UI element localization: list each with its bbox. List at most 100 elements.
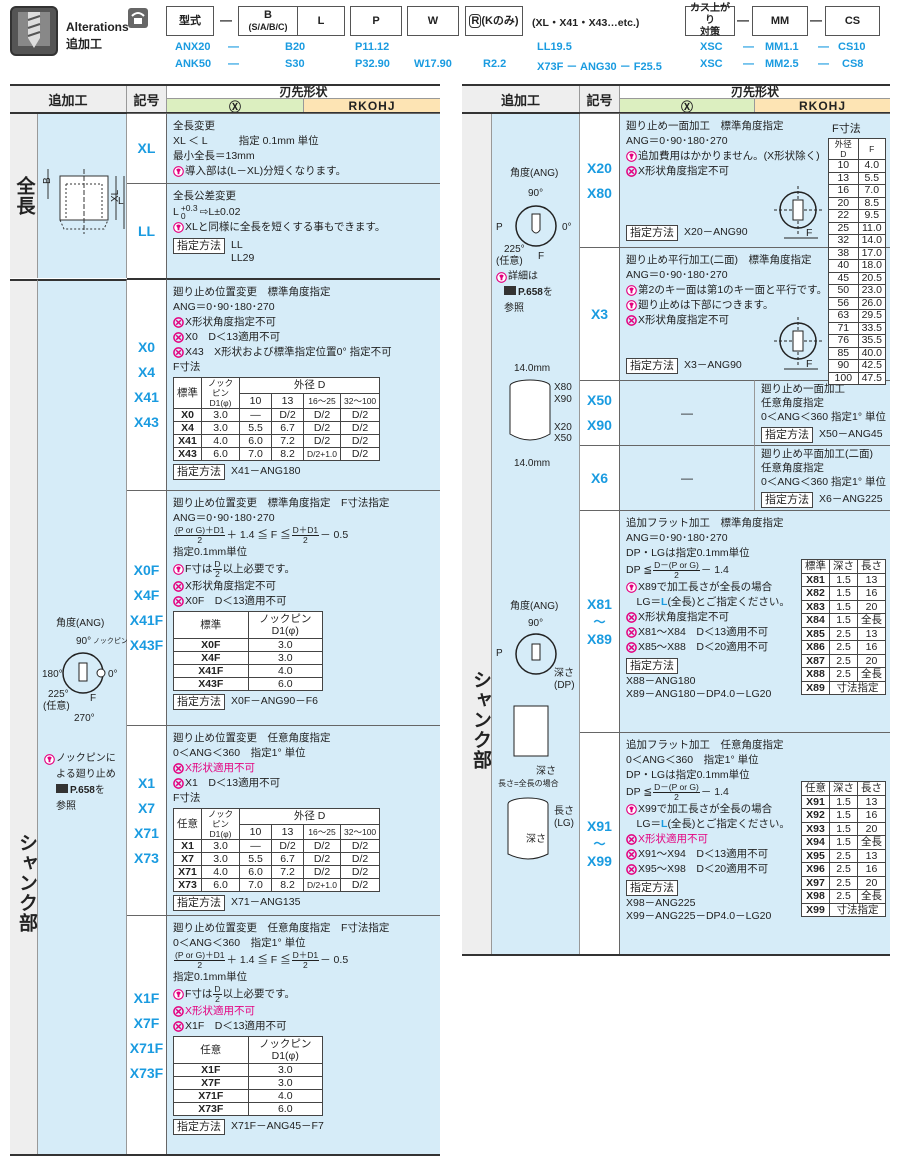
table-cell: 6.0: [201, 878, 240, 892]
formula-text: L: [173, 205, 179, 218]
table-header: 深さ: [829, 559, 858, 574]
code-label: X43F: [129, 637, 164, 653]
table-cell: X73: [173, 878, 202, 892]
table-cell: 20: [828, 196, 859, 210]
fraction: D－(P or G)2: [653, 561, 700, 580]
line-text: 廻り止め位置変更 標準角度指定: [173, 286, 331, 298]
label-0: 0°: [108, 669, 118, 680]
table-cell: D/2: [302, 865, 342, 879]
table-cell: X71F: [173, 1089, 249, 1103]
code-label: XL: [137, 140, 156, 156]
spec-label: 指定方法: [626, 658, 678, 674]
table-cell: 7.0: [857, 184, 887, 198]
table-cell: 4.0: [201, 434, 240, 448]
table-cell: 14.0: [857, 234, 887, 248]
numerator: (P or G)＋D1: [174, 950, 226, 961]
numerator: D＋D1: [291, 525, 320, 536]
label-90: 90°: [528, 188, 543, 199]
text-line: X形状適用不可: [173, 761, 434, 776]
box-p-label: P: [372, 15, 380, 27]
table-header: 13: [271, 823, 304, 840]
code-label: X4: [137, 364, 156, 380]
label-f: F: [538, 251, 544, 262]
line-text: 追加フラット加工 標準角度指定: [626, 517, 784, 529]
table-cell: X83: [801, 599, 830, 614]
table-cell: 32: [828, 234, 859, 248]
table-header: ノックピン D1(φ): [201, 377, 240, 409]
denominator: 2: [674, 792, 679, 802]
line-text: ANG＝0･90･180･270: [626, 269, 728, 281]
box-cs: CS: [825, 6, 880, 36]
text-line: X形状角度指定不可: [626, 164, 884, 179]
table-cell: X43: [173, 447, 202, 461]
table-cell: 8.2: [271, 447, 304, 461]
header-tip-shape: 刃先形状: [167, 85, 440, 99]
example1-model: ANX20: [175, 41, 211, 53]
table-header: 13: [271, 392, 304, 409]
box-r: R(Kのみ): [465, 6, 523, 36]
page-ref[interactable]: P.658: [70, 785, 95, 796]
table-cell: —: [239, 839, 272, 853]
numerator: D＋D1: [291, 950, 320, 961]
table-cell: 2.5: [829, 889, 858, 904]
line-text: F寸法: [173, 361, 201, 373]
note-line: 詳細は: [496, 269, 580, 285]
table-cell: 6.0: [201, 447, 240, 461]
table-cell: D/2: [302, 408, 342, 422]
label-depth: 深さ: [526, 833, 546, 845]
highlight-text: L: [661, 818, 668, 830]
text-line: ANG＝0･90･180･270: [173, 300, 434, 315]
denominator: 2: [197, 960, 203, 970]
table-cell: 2.5: [829, 667, 858, 682]
label-p: P: [496, 222, 503, 233]
spec-example: LL29: [231, 252, 255, 264]
table-cell: D/2: [340, 408, 381, 422]
code-cell: XL: [127, 113, 167, 183]
label-270: 270°: [74, 713, 95, 724]
label-90: 90°: [76, 636, 91, 647]
table-cell: 23.0: [857, 284, 887, 298]
table-cell: 2.5: [829, 653, 858, 668]
table-cell: 16: [857, 640, 886, 655]
formula-text: (全長)とご指定ください。: [667, 818, 790, 830]
denominator: 2: [215, 994, 220, 1004]
table-cell: D/2+1.0: [302, 878, 342, 892]
table-cell: 5.5: [239, 852, 272, 866]
code-label: X80: [587, 184, 612, 201]
table-header: 16～25: [302, 823, 342, 840]
table-cell: 4.0: [247, 664, 323, 678]
box-b-sub: (S/A/B/C): [248, 22, 288, 32]
code-cell: LL: [127, 183, 167, 278]
label-depth: 深さ: [536, 765, 556, 777]
table-cell: 71: [828, 321, 859, 335]
text-line: X89で加工長さが全長の場合: [626, 580, 884, 595]
example2-p: P32.90: [355, 58, 390, 70]
page-ref[interactable]: P.658: [518, 287, 543, 298]
caution-icon: [626, 300, 637, 311]
code-label: X90: [587, 417, 612, 433]
formula-text: － 0.5: [320, 954, 349, 966]
table-cell: 11.0: [857, 221, 887, 235]
formula-text: DP ≦: [626, 786, 653, 798]
example2-alt: X73F － ANG30 － F25.5: [537, 61, 662, 73]
spec-example: X88－ANG180: [626, 675, 696, 687]
formula-text: (全長)とご指定ください。: [667, 596, 790, 608]
table-cell: X1F: [173, 1063, 249, 1077]
text-line: 廻り止め位置変更 標準角度指定 F寸法指定: [173, 496, 434, 511]
text-line: 廻り止め位置変更 任意角度指定: [173, 731, 434, 746]
prohibited-icon: [173, 763, 184, 774]
line-text: ANG＝0･90･180･270: [626, 532, 728, 544]
note-text: を: [542, 287, 553, 298]
